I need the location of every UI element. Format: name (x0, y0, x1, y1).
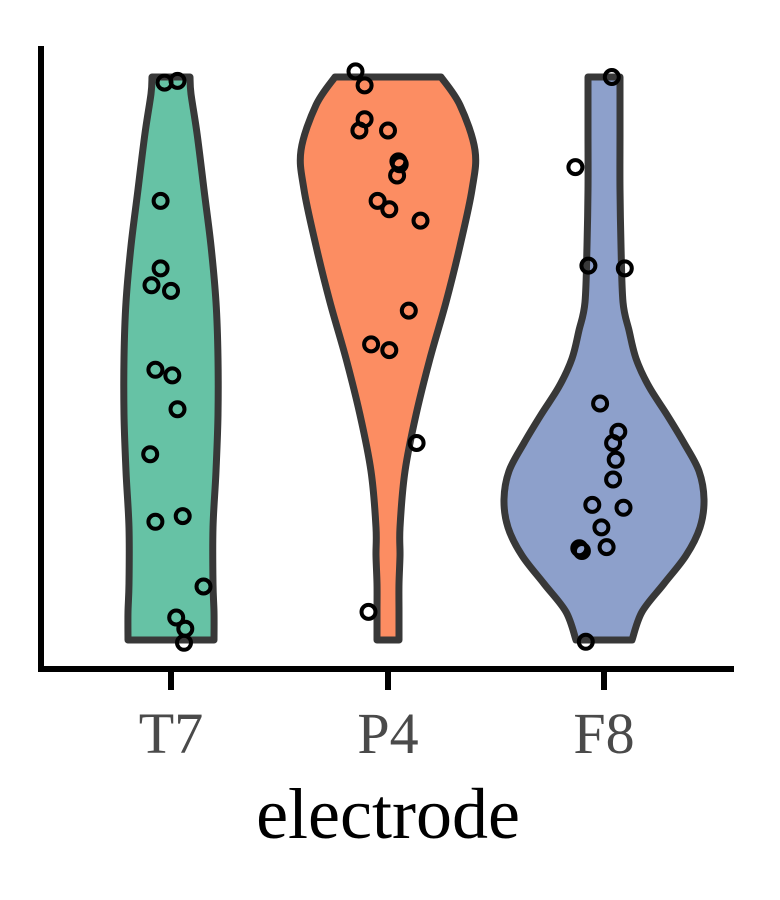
x-tick-label-t7: T7 (139, 701, 203, 766)
x-ticks: T7 P4 F8 (139, 669, 635, 766)
data-point-f8-0 (602, 68, 621, 86)
data-point-t7-9 (141, 445, 160, 464)
data-point-t7-2 (151, 191, 170, 210)
data-points (141, 62, 634, 652)
data-point-f8-10 (614, 498, 633, 517)
data-point-f8-15 (576, 632, 595, 651)
data-point-p4-12 (362, 335, 381, 354)
violin-t7 (120, 73, 222, 644)
data-point-f8-13 (572, 542, 591, 560)
data-point-p4-13 (380, 341, 399, 360)
x-axis-title: electrode (256, 774, 520, 854)
data-point-t7-15 (175, 633, 193, 652)
data-point-p4-10 (411, 211, 430, 230)
data-point-f8-11 (592, 518, 611, 537)
data-point-f8-3 (615, 259, 634, 278)
data-point-p4-7 (388, 166, 407, 185)
data-point-f8-8 (604, 470, 623, 489)
data-point-f8-1 (566, 158, 585, 177)
data-point-p4-6 (390, 155, 409, 174)
data-point-t7-4 (142, 276, 161, 295)
data-point-p4-1 (355, 76, 374, 95)
data-point-p4-14 (407, 434, 426, 452)
data-point-t7-8 (168, 400, 187, 419)
data-point-t7-6 (146, 360, 165, 379)
data-point-t7-11 (173, 507, 192, 526)
x-tick-label-f8: F8 (573, 701, 634, 766)
data-point-t7-13 (167, 608, 186, 627)
data-point-f8-2 (579, 256, 598, 275)
data-point-t7-1 (168, 71, 187, 90)
data-point-p4-9 (380, 200, 399, 219)
data-point-f8-14 (597, 538, 616, 557)
data-point-t7-10 (146, 512, 165, 531)
data-point-t7-7 (163, 366, 182, 385)
data-point-t7-12 (194, 577, 213, 596)
data-point-f8-7 (606, 450, 625, 469)
data-point-p4-4 (379, 121, 397, 140)
data-point-f8-6 (604, 434, 623, 452)
data-point-p4-11 (399, 301, 418, 320)
data-point-f8-4 (591, 394, 610, 413)
data-point-t7-3 (151, 259, 170, 278)
data-point-p4-8 (368, 191, 387, 210)
x-tick-label-p4: P4 (357, 701, 418, 766)
data-point-p4-0 (346, 62, 365, 81)
data-point-f8-9 (583, 495, 602, 514)
violin-f8 (500, 73, 708, 644)
violins (120, 73, 708, 644)
data-point-p4-3 (350, 121, 369, 140)
data-point-p4-15 (359, 602, 378, 621)
data-point-t7-5 (162, 281, 180, 300)
